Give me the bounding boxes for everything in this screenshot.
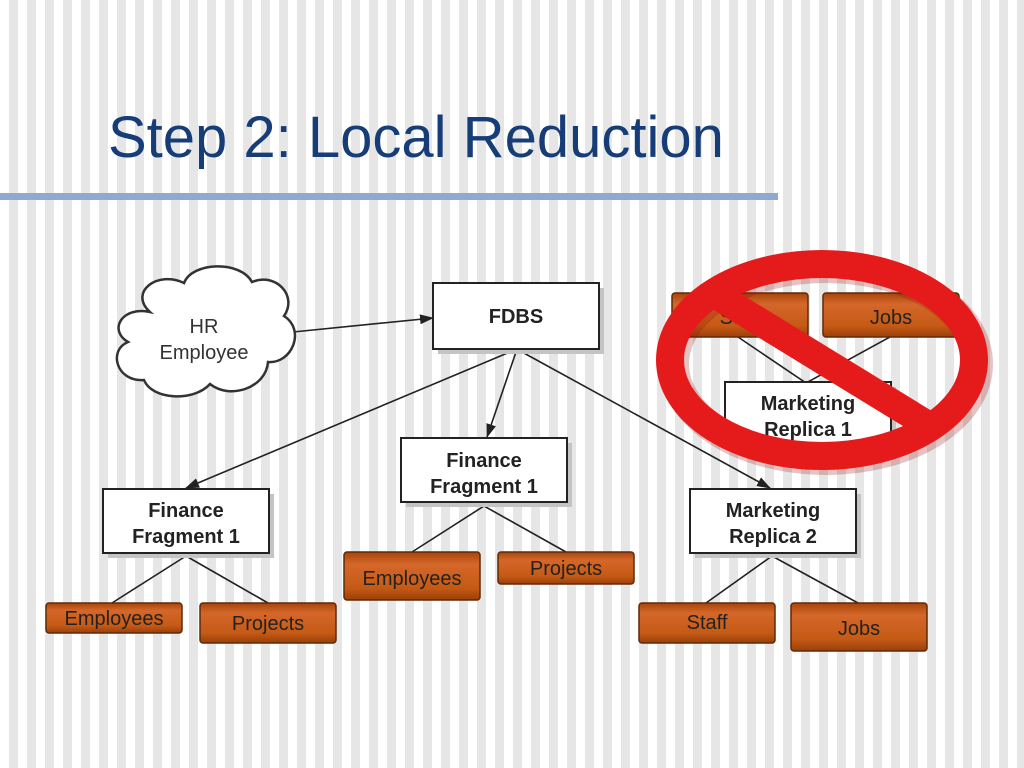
node-finance-fragment-left: Finance Fragment 1 bbox=[102, 488, 274, 558]
table-replica-jobs: Jobs bbox=[790, 602, 928, 652]
table-replica-staff: Staff bbox=[638, 602, 776, 644]
table-middle-employees: Employees bbox=[343, 551, 481, 601]
table-left-employees: Employees bbox=[45, 602, 183, 634]
svg-text:Marketing: Marketing bbox=[726, 500, 820, 522]
svg-text:Projects: Projects bbox=[232, 613, 304, 635]
node-finance-fragment-middle: Finance Fragment 1 bbox=[400, 437, 572, 507]
hr-employee-cloud: HR Employee bbox=[115, 265, 297, 398]
svg-text:Projects: Projects bbox=[530, 558, 602, 580]
edge-fdbs-to-fragment-middle bbox=[486, 351, 517, 438]
node-fdbs: FDBS bbox=[432, 282, 604, 354]
edge-fdbs-to-fragment-left bbox=[185, 351, 511, 489]
diagram-edges bbox=[111, 314, 859, 604]
table-left-projects: Projects bbox=[199, 602, 337, 644]
node-marketing-replica-2: Marketing Replica 2 bbox=[689, 488, 861, 558]
edge-hr-to-fdbs bbox=[282, 314, 434, 334]
svg-text:Employees: Employees bbox=[363, 568, 462, 590]
table-middle-projects: Projects bbox=[497, 551, 635, 585]
edge-eliminated-staff bbox=[737, 336, 807, 384]
title-underline bbox=[0, 193, 778, 200]
fdbs-label: FDBS bbox=[489, 306, 543, 328]
prohibition-sign-icon bbox=[656, 250, 993, 475]
svg-text:Finance: Finance bbox=[446, 450, 522, 472]
svg-text:Jobs: Jobs bbox=[838, 618, 880, 640]
edge-fdbs-to-replica bbox=[521, 351, 771, 489]
svg-text:Employees: Employees bbox=[65, 608, 164, 630]
svg-text:Finance: Finance bbox=[148, 500, 224, 522]
svg-text:Replica 1: Replica 1 bbox=[764, 419, 852, 441]
svg-text:Marketing: Marketing bbox=[761, 393, 855, 415]
svg-text:Jobs: Jobs bbox=[870, 307, 912, 329]
svg-text:Fragment 1: Fragment 1 bbox=[430, 476, 538, 498]
hr-label-line2: Employee bbox=[160, 342, 249, 364]
svg-text:Replica 2: Replica 2 bbox=[729, 526, 817, 548]
slide-title: Step 2: Local Reduction bbox=[108, 105, 724, 170]
svg-text:Fragment 1: Fragment 1 bbox=[132, 526, 240, 548]
hr-label-line1: HR bbox=[190, 316, 219, 338]
svg-text:Staff: Staff bbox=[687, 612, 728, 634]
